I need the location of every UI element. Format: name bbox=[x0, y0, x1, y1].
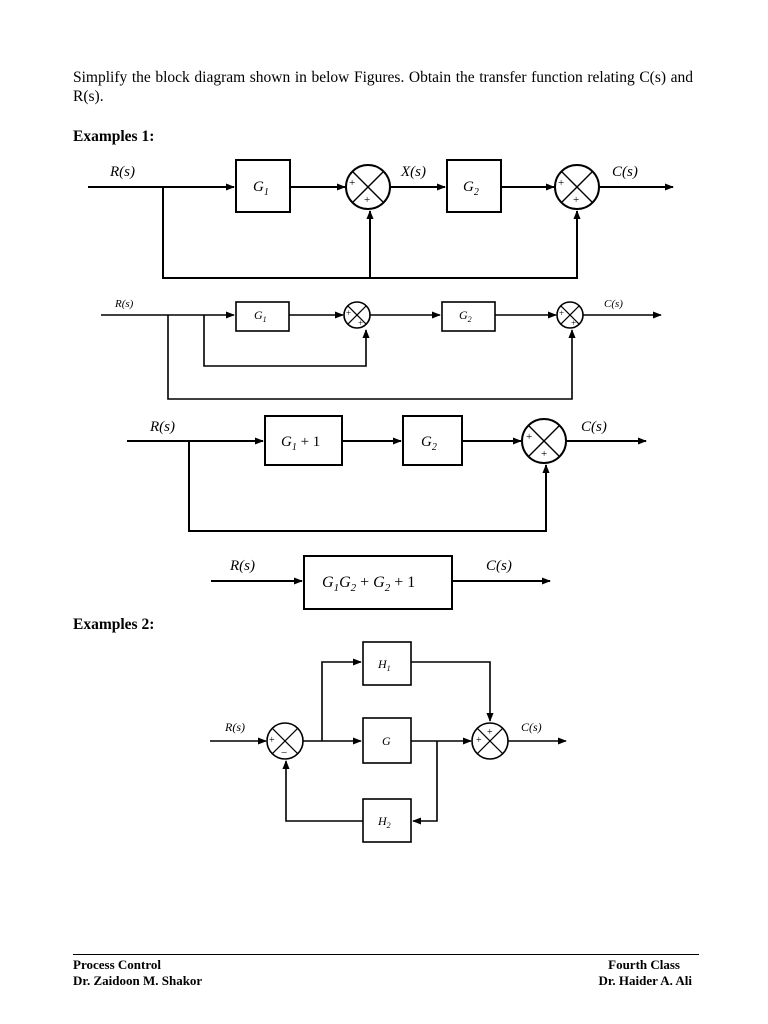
sign-plus: + bbox=[559, 308, 564, 318]
d3-g2-label: G2 bbox=[421, 434, 437, 453]
d1-output-label: C(s) bbox=[612, 164, 638, 180]
sign-plus: + bbox=[526, 431, 532, 443]
diagram-1 bbox=[88, 159, 674, 279]
sign-plus: + bbox=[558, 177, 564, 189]
d1-input-label: R(s) bbox=[109, 164, 135, 180]
e2-g-label: G bbox=[382, 734, 391, 748]
d4-output-label: C(s) bbox=[486, 558, 512, 574]
e2-block-h1 bbox=[362, 641, 412, 686]
d1-mid-signal-label: X(s) bbox=[400, 164, 426, 180]
footer-author-2: Dr. Haider A. Ali bbox=[598, 973, 692, 988]
diagram-3 bbox=[127, 415, 647, 532]
e2-h2-label: H2 bbox=[377, 814, 391, 830]
sign-plus: + bbox=[346, 308, 351, 318]
sign-plus: + bbox=[358, 318, 363, 328]
footer-divider bbox=[73, 954, 699, 955]
problem-statement: Simplify the block diagram shown in belo… bbox=[73, 69, 693, 105]
sign-plus: + bbox=[487, 727, 493, 738]
e2-h1-label: H1 bbox=[377, 657, 391, 673]
d2-output-label: C(s) bbox=[604, 298, 623, 310]
d3-input-label: R(s) bbox=[149, 419, 175, 435]
d4-block-total bbox=[303, 555, 453, 610]
sign-plus: + bbox=[476, 735, 482, 746]
sign-plus: + bbox=[573, 194, 579, 206]
d3-output-label: C(s) bbox=[581, 419, 607, 435]
d1-block-g2 bbox=[446, 159, 502, 213]
d2-block-g2 bbox=[441, 301, 496, 332]
e2-output-label: C(s) bbox=[521, 720, 542, 734]
d4-input-label: R(s) bbox=[229, 558, 255, 574]
footer-class: Fourth Class bbox=[608, 957, 680, 972]
d3-g1-plus-1-label: G1 + 1 bbox=[281, 434, 320, 453]
example2-heading: Examples 2: bbox=[73, 616, 155, 633]
sign-plus: + bbox=[269, 735, 275, 746]
sign-plus: + bbox=[541, 448, 547, 460]
footer-author-1: Dr. Zaidoon M. Shakor bbox=[73, 973, 203, 988]
example1-heading: Examples 1: bbox=[73, 128, 155, 145]
d2-g1-label: G1 bbox=[254, 308, 267, 324]
d2-g2-label: G2 bbox=[459, 308, 472, 324]
d2-block-g1 bbox=[235, 301, 290, 332]
diagram-4 bbox=[211, 555, 551, 610]
e2-input-label: R(s) bbox=[224, 720, 245, 734]
d3-block-g2 bbox=[402, 415, 463, 466]
d1-g1-label: G1 bbox=[253, 179, 269, 198]
sign-minus: − bbox=[281, 747, 287, 759]
example2-diagram bbox=[210, 641, 567, 843]
diagram-2 bbox=[101, 301, 662, 400]
d2-input-label: R(s) bbox=[114, 298, 134, 310]
d1-g2-label: G2 bbox=[463, 179, 479, 198]
sign-plus: + bbox=[571, 318, 576, 328]
d4-block-label: G1G2 + G2 + 1 bbox=[322, 574, 415, 594]
sign-plus: + bbox=[364, 194, 370, 206]
footer-course: Process Control bbox=[73, 957, 161, 972]
sign-plus: + bbox=[349, 177, 355, 189]
